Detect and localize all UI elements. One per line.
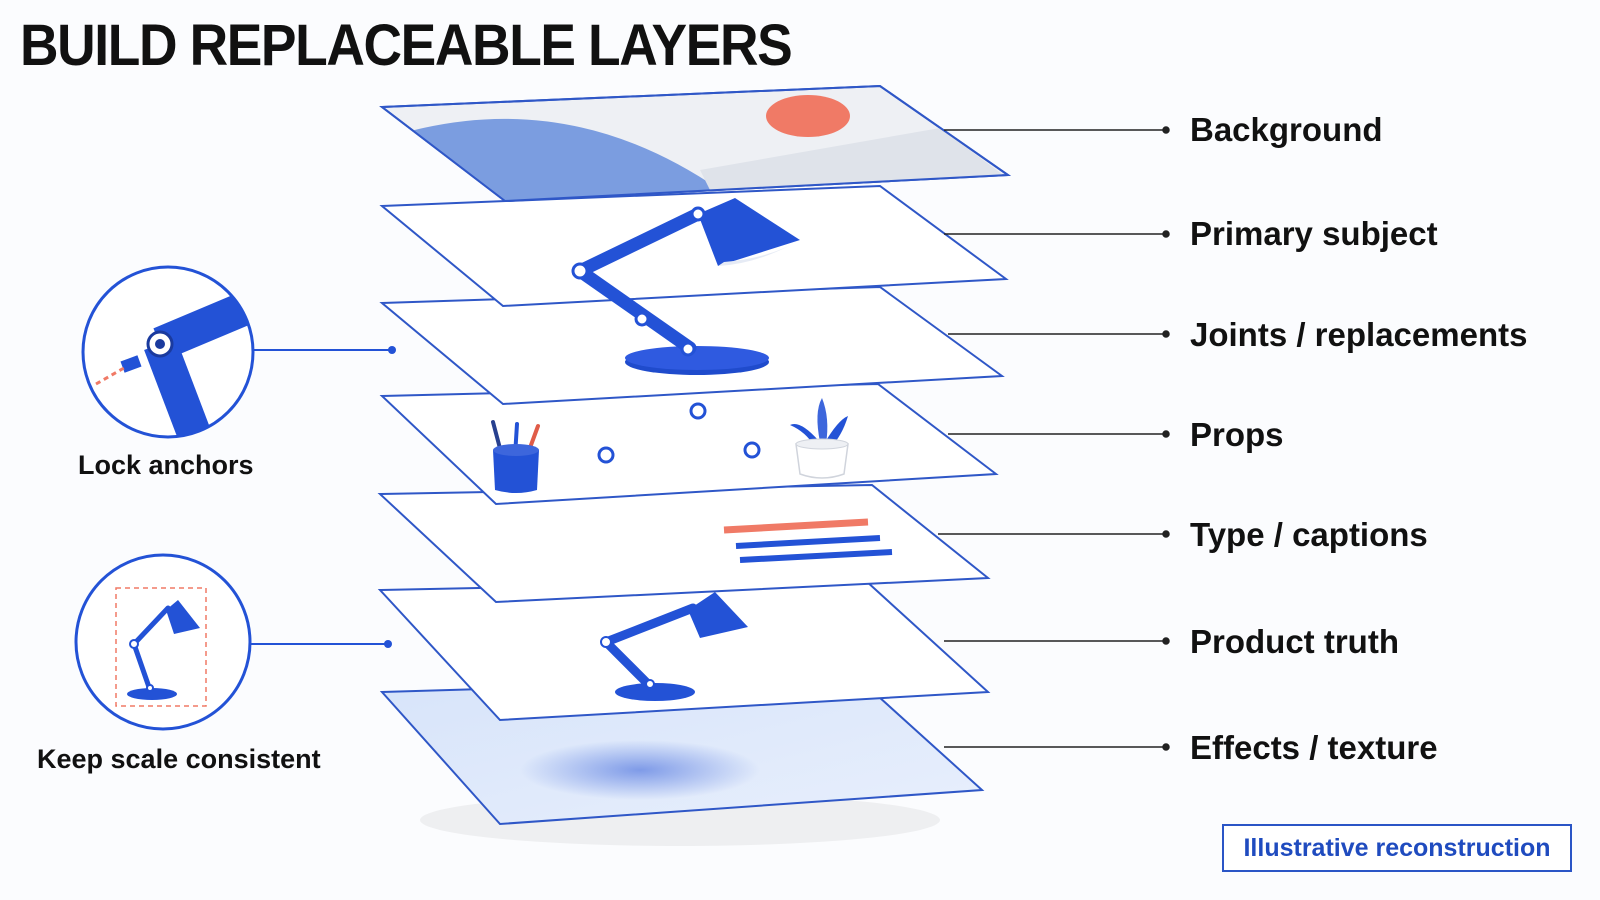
illustrative-reconstruction-badge: Illustrative reconstruction xyxy=(1222,824,1572,872)
pencil-cup-icon xyxy=(491,420,540,493)
sun-circle xyxy=(766,95,850,137)
layer-label-product-truth: Product truth xyxy=(1190,623,1399,660)
layer-primary-subject xyxy=(379,184,1009,308)
anchor-point xyxy=(743,441,761,459)
layer-label-primary-subject: Primary subject xyxy=(1190,215,1438,252)
right-connectors xyxy=(938,126,1170,751)
soft-shadow xyxy=(520,740,760,800)
anchor-point xyxy=(689,402,707,420)
layer-product-truth xyxy=(377,578,991,722)
anchor-point xyxy=(597,446,615,464)
page-title: BUILD REPLACEABLE LAYERS xyxy=(20,13,793,78)
plant-pot-icon xyxy=(790,398,849,479)
callout-label-lock-anchors: Lock anchors xyxy=(78,450,254,480)
layer-label-type-captions: Type / captions xyxy=(1190,516,1428,553)
layer-label-joints-replacements: Joints / replacements xyxy=(1190,316,1528,353)
articulated-lamp-icon xyxy=(571,198,800,375)
callout-label-keep-scale: Keep scale consistent xyxy=(37,744,321,774)
layer-label-effects-texture: Effects / texture xyxy=(1190,729,1438,766)
layer-background xyxy=(379,84,1011,203)
layer-label-props: Props xyxy=(1190,416,1284,453)
layer-props xyxy=(379,382,999,506)
layer-type-captions xyxy=(377,483,991,604)
layer-label-background: Background xyxy=(1190,111,1383,148)
lock-anchors-callout xyxy=(81,265,396,439)
keep-scale-callout xyxy=(74,553,392,731)
lamp-product-icon xyxy=(600,592,748,701)
